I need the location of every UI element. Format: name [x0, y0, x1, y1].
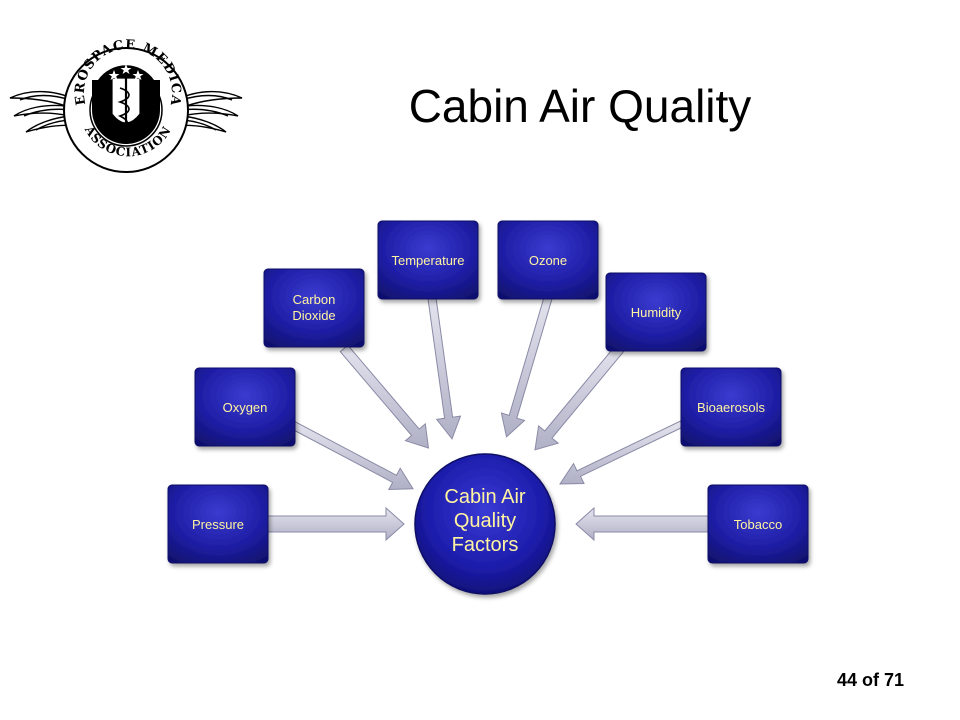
node-label-bioaerosols: Bioaerosols	[697, 400, 765, 415]
arrow-tobacco	[575, 506, 711, 542]
arrow-carbon-dioxide	[339, 344, 430, 449]
stars-icon	[108, 64, 144, 80]
center-label-line-1: Cabin Air	[444, 486, 525, 508]
node-label-tobacco: Tobacco	[734, 517, 782, 532]
node-bioaerosols: Bioaerosols	[680, 367, 782, 447]
arrow-bioaerosols	[559, 420, 685, 485]
arrow-oxygen	[290, 420, 414, 491]
node-humidity: Humidity	[605, 272, 707, 352]
arrow-temperature	[427, 297, 462, 440]
page-number: 44 of 71	[836, 670, 904, 690]
aerospace-medical-association-logo: AEROSPACE MEDICAL ASSOCIATION	[8, 36, 243, 173]
arrows	[267, 295, 711, 542]
node-label-carbon-dioxide-2: Dioxide	[292, 308, 335, 323]
node-label-humidity: Humidity	[631, 305, 682, 320]
arrow-pressure	[267, 506, 405, 542]
node-label-carbon-dioxide-1: Carbon	[293, 292, 336, 307]
node-label-ozone: Ozone	[529, 253, 567, 268]
center-label-line-2: Quality	[454, 510, 516, 532]
node-label-temperature: Temperature	[392, 253, 465, 268]
caduceus-icon	[117, 76, 130, 132]
slide-title: Cabin Air Quality	[408, 80, 752, 132]
center-node: Cabin Air Quality Factors	[414, 453, 556, 595]
node-ozone: Ozone	[497, 220, 599, 300]
arrow-humidity	[534, 343, 625, 451]
node-pressure: Pressure	[167, 484, 269, 564]
node-label-pressure: Pressure	[192, 517, 244, 532]
node-temperature: Temperature	[377, 220, 479, 300]
node-oxygen: Oxygen	[194, 367, 296, 447]
node-tobacco: Tobacco	[707, 484, 809, 564]
center-label-line-3: Factors	[452, 534, 519, 556]
node-label-oxygen: Oxygen	[223, 400, 268, 415]
right-wing-icon	[171, 90, 243, 133]
node-carbon-dioxide: Carbon Dioxide	[263, 268, 365, 348]
arrow-ozone	[500, 295, 553, 438]
